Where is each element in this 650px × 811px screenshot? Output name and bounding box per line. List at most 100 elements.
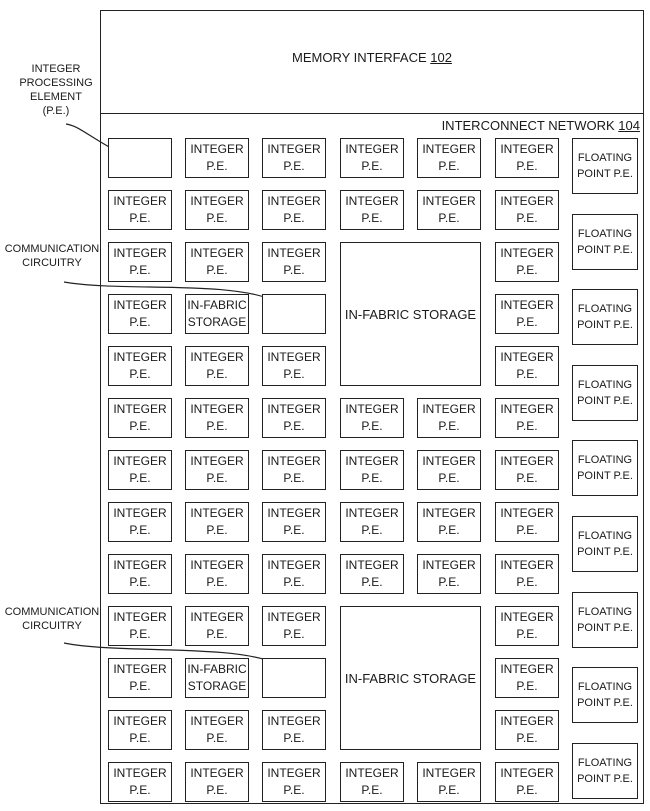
cell-text: INTEGER: [267, 610, 321, 624]
cell-text: FLOATING: [577, 530, 633, 542]
integer-pe: INTEGER P.E.: [495, 190, 559, 230]
cell-text: FLOATING: [577, 228, 633, 240]
cell-text: P.E.: [516, 159, 538, 173]
cell-text: P.E.: [516, 575, 538, 589]
integer-pe-callout: INTEGER PROCESSING ELEMENT (P.E.): [14, 62, 98, 118]
cell-text: INTEGER: [190, 454, 244, 468]
interconnect-network-label: INTERCONNECT NETWORK: [441, 118, 615, 133]
cell-text: INTEGER: [345, 506, 399, 520]
cell-text: P.E.: [516, 211, 538, 225]
cell-text: P.E.: [438, 523, 460, 537]
cell-text: INTEGER: [113, 246, 167, 260]
cell-text: POINT P.E.: [577, 697, 633, 709]
cell-text: P.E.: [283, 367, 305, 381]
cell-text: INTEGER: [267, 142, 321, 156]
cell-text: P.E.: [206, 471, 228, 485]
cell-text: P.E.: [516, 783, 538, 797]
cell-text: INTEGER: [267, 558, 321, 572]
cell-text: INTEGER: [113, 610, 167, 624]
cell-text: POINT P.E.: [577, 622, 633, 634]
cell-text: P.E.: [516, 367, 538, 381]
accelerator-outline: [100, 10, 644, 804]
cell-text: P.E.: [516, 263, 538, 277]
cell-text: IN-FABRIC: [187, 662, 247, 676]
cell-text: P.E.: [129, 471, 151, 485]
cell-text: INTEGER: [422, 506, 476, 520]
cell-text: INTEGER: [422, 766, 476, 780]
cell-text: INTEGER: [113, 454, 167, 468]
integer-pe: INTEGER P.E.: [108, 398, 172, 438]
cell-text: INTEGER: [500, 246, 554, 260]
cell-text: P.E.: [283, 731, 305, 745]
interconnect-network-title: INTERCONNECT NETWORK 104: [442, 118, 640, 133]
in-fabric-storage-block: IN-FABRIC STORAGE: [340, 242, 481, 386]
cell-text: P.E.: [516, 679, 538, 693]
cell-text: POINT P.E.: [577, 773, 633, 785]
cell-text: POINT P.E.: [577, 319, 633, 331]
cell-text: FLOATING: [577, 606, 633, 618]
cell-text: P.E.: [206, 263, 228, 277]
cell-text: P.E.: [361, 211, 383, 225]
cell-text: INTEGER: [267, 766, 321, 780]
cell-text: P.E.: [129, 783, 151, 797]
cell-text: INTEGER: [500, 558, 554, 572]
cell-text: P.E.: [283, 263, 305, 277]
cell-text: P.E.: [516, 627, 538, 641]
cell-text: INTEGER: [500, 506, 554, 520]
cell-text: INTEGER: [267, 506, 321, 520]
cell-text: POINT P.E.: [577, 546, 633, 558]
cell-text: P.E.: [438, 211, 460, 225]
cell-text: INTEGER: [422, 454, 476, 468]
cell-text: INTEGER: [190, 766, 244, 780]
cell-text: INTEGER: [267, 194, 321, 208]
integer-pe: INTEGER P.E.: [417, 502, 481, 542]
cell-text: INTEGER: [190, 610, 244, 624]
cell-text: INTEGER: [500, 194, 554, 208]
cell-text: INTEGER: [190, 506, 244, 520]
cell-text: P.E.: [129, 419, 151, 433]
cell-text: P.E.: [129, 263, 151, 277]
cell-text: INTEGER: [113, 766, 167, 780]
cell-text: INTEGER: [190, 402, 244, 416]
integer-pe: INTEGER P.E.: [185, 450, 249, 490]
cell-text: P.E.: [516, 731, 538, 745]
cell-text: INTEGER: [267, 454, 321, 468]
cell-text: P.E.: [283, 627, 305, 641]
in-fabric-storage-label: IN-FABRIC STORAGE: [344, 670, 477, 686]
integer-pe: INTEGER P.E.: [108, 242, 172, 282]
cell-text: P.E.: [361, 471, 383, 485]
cell-text: INTEGER: [500, 610, 554, 624]
cell-text: POINT P.E.: [577, 244, 633, 256]
cell-text: INTEGER: [190, 194, 244, 208]
cell-text: INTEGER: [113, 402, 167, 416]
cell-text: INTEGER: [267, 402, 321, 416]
cell-text: INTEGER: [190, 246, 244, 260]
integer-pe: INTEGER P.E.: [108, 762, 172, 802]
cell-text: INTEGER: [345, 194, 399, 208]
cell-text: P.E.: [206, 419, 228, 433]
cell-text: P.E.: [516, 471, 538, 485]
cell-text: INTEGER: [500, 454, 554, 468]
callout-line: ELEMENT: [30, 91, 82, 103]
integer-pe: INTEGER P.E.: [495, 606, 559, 646]
cell-text: P.E.: [438, 419, 460, 433]
